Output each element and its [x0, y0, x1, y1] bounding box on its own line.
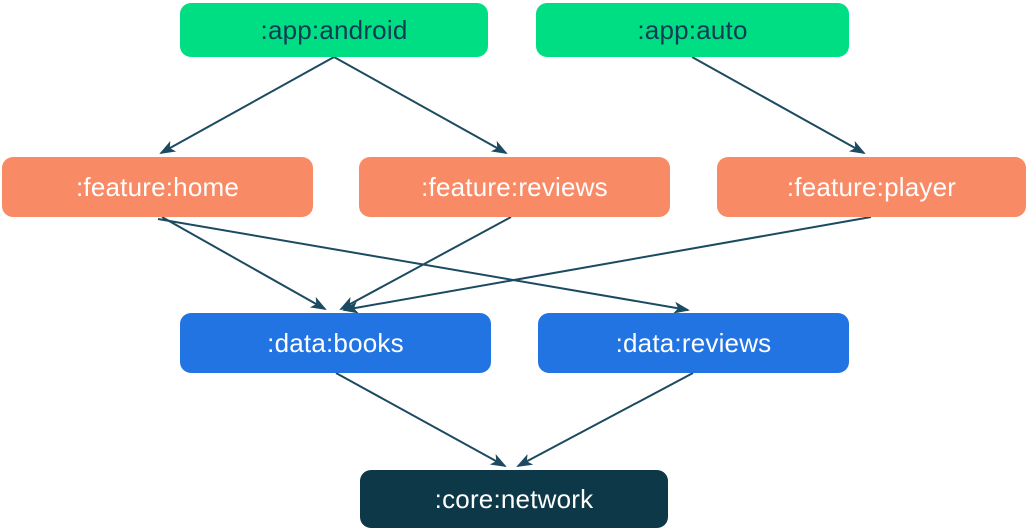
node-label-app-android: :app:android: [260, 14, 408, 45]
edge-data-reviews-to-core-network: [516, 372, 694, 467]
node-feature-player: :feature:player: [717, 157, 1026, 217]
node-label-feature-player: :feature:player: [786, 171, 957, 202]
node-label-feature-reviews: :feature:reviews: [421, 171, 608, 202]
node-app-auto: :app:auto: [536, 3, 849, 57]
node-label-feature-home: :feature:home: [75, 171, 240, 202]
node-data-books: :data:books: [180, 313, 491, 373]
node-data-reviews: :data:reviews: [538, 313, 849, 373]
node-label-data-books: :data:books: [267, 327, 404, 358]
node-feature-home: :feature:home: [2, 157, 313, 217]
edge-feature-player-to-data-books: [342, 216, 872, 314]
edge-app-android-to-feature-reviews: [333, 56, 508, 154]
edge-feature-reviews-to-data-books: [339, 216, 512, 310]
edge-feature-home-to-data-books: [161, 216, 327, 310]
node-label-core-network: :core:network: [434, 483, 594, 514]
node-core-network: :core:network: [360, 470, 668, 528]
edge-data-books-to-core-network: [335, 372, 507, 467]
node-label-app-auto: :app:auto: [637, 14, 748, 45]
node-feature-reviews: :feature:reviews: [359, 157, 670, 217]
edge-app-auto-to-feature-player: [691, 56, 866, 154]
node-label-data-reviews: :data:reviews: [615, 327, 772, 358]
node-app-android: :app:android: [180, 3, 488, 57]
edge-app-android-to-feature-home: [159, 56, 335, 154]
